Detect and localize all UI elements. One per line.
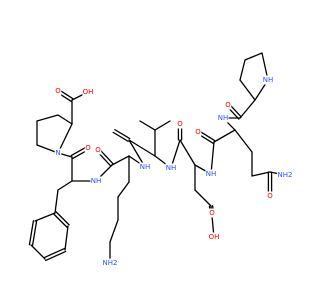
bond-d1-d2: [194, 189, 212, 207]
atom-label-gln-NH2: NH2: [277, 170, 293, 180]
bond-r4-r5: [30, 244, 46, 260]
atom-label-acid-O: O: [54, 86, 62, 96]
bond-vb-vm2: [154, 120, 171, 131]
atom-text-asp-OH: OH: [209, 233, 220, 241]
bond-pd-pe: [36, 144, 59, 154]
double-bond-pco-pcO-b: [70, 145, 88, 157]
atom-label-background: [277, 170, 293, 180]
atom-label-asp-OH: OH: [208, 232, 220, 242]
atom-text-val-NH: NH: [166, 164, 177, 172]
atom-text-gln-NH2: NH2: [278, 171, 293, 179]
atom-text-gln-side-O: O: [267, 192, 273, 200]
bond-dco-ga: [213, 129, 236, 143]
atom-text-gln-O: O: [225, 101, 231, 109]
atom-label-gln-side-O: O: [266, 191, 274, 201]
atom-label-background: [224, 100, 232, 110]
bond-gco-ra: [239, 99, 256, 119]
bond-pe-pa: [57, 123, 73, 154]
bond-lco-va: [128, 139, 156, 157]
atom-label-background: [176, 119, 184, 129]
bond-r2-r3: [64, 225, 69, 251]
bond-r_c-r_d: [244, 52, 263, 61]
double-bond-lco-lO-a: [114, 128, 131, 140]
atom-label-asp-NH: NH: [205, 169, 217, 179]
atom-text-pro-N: N: [55, 149, 60, 157]
atom-label-background: [94, 145, 102, 155]
atom-text-lys-NH: NH: [140, 163, 151, 171]
bond-ra-r_b: [239, 79, 256, 101]
atom-text-gln-NH: NH: [218, 114, 229, 122]
atom-label-background: [102, 258, 118, 268]
atom-label-background: [54, 86, 62, 96]
atom-label-phe-O: O: [94, 145, 102, 155]
atom-label-phe-NH: NH: [90, 176, 102, 186]
atom-label-background: [139, 162, 151, 172]
double-bond-r1-r2-a: [53, 213, 68, 228]
atom-label-background: [84, 143, 92, 153]
atom-text-asp-side-O: O: [209, 209, 215, 217]
atom-label-pro2-NH: NH: [262, 75, 274, 85]
atom-label-background: [208, 232, 220, 242]
atom-label-val-NH: NH: [165, 163, 177, 173]
atom-text-asp-O: O: [195, 128, 201, 136]
double-bond-r5-r6-a: [31, 220, 38, 246]
atom-label-acid-OH: OH: [82, 87, 94, 97]
bond-vNH-vco: [170, 139, 181, 169]
atom-text-lys-NH2: NH2: [103, 259, 118, 267]
atom-label-background: [217, 113, 229, 123]
double-bond-r1-r2-b: [55, 211, 70, 226]
atom-label-gln-NH: NH: [217, 113, 229, 123]
bond-ga-g1: [234, 129, 253, 153]
atom-label-background: [205, 169, 217, 179]
atom-label-background: [90, 176, 102, 186]
atom-label-lys-NH2: NH2: [102, 258, 118, 268]
double-bond-r3-r4-b: [45, 250, 67, 262]
atom-text-acid-O: O: [55, 87, 61, 95]
atom-label-asp-side-O: O: [208, 208, 216, 218]
atom-label-background: [208, 208, 216, 218]
double-bond-lco-lO-b: [112, 131, 129, 143]
bond-fb-r1: [54, 189, 59, 214]
atom-text-val-O: O: [177, 120, 183, 128]
atom-text-asp-NH: NH: [206, 170, 217, 178]
bond-r_b-r_c: [239, 59, 246, 81]
atom-text-phe-O: O: [95, 146, 101, 154]
atom-text-pro2-NH: NH: [263, 76, 274, 84]
double-bond-dco-dO2-a: [198, 129, 216, 142]
atom-label-background: [266, 191, 274, 201]
atom-label-background: [82, 87, 94, 97]
atom-text-phe-NH: NH: [91, 177, 102, 185]
atom-text-acid-OH: OH: [83, 88, 94, 96]
atom-label-gln-O: O: [224, 100, 232, 110]
bond-vb-vm1: [139, 120, 156, 131]
double-bond-fco-fO-a: [98, 148, 114, 165]
bond-layer: [28, 52, 286, 264]
double-bond-r3-r4-a: [43, 247, 65, 259]
bond-fco-la: [111, 155, 130, 166]
atom-label-pro-N: N: [54, 148, 62, 158]
bond-pb-pc: [36, 114, 59, 122]
atom-label-background: [194, 127, 202, 137]
atom-label-val-O: O: [176, 119, 184, 129]
bond-pa-pb: [57, 114, 73, 125]
bond-vco-da: [179, 139, 196, 166]
atom-label-lys-NH: NH: [139, 162, 151, 172]
bond-fa-fb: [57, 180, 73, 191]
bond-dNH-dco: [210, 141, 215, 175]
atom-text-pro-CO-O: O: [85, 144, 91, 152]
atom-label-background: [262, 75, 274, 85]
atom-label-pro-CO-O: O: [84, 143, 92, 153]
bond-l1-l2: [117, 181, 130, 198]
atom-label-background: [165, 163, 177, 173]
atom-label-asp-O: O: [194, 127, 202, 137]
bond-l3-l4: [109, 219, 119, 243]
bond-r6-r1: [34, 212, 56, 222]
double-bond-r5-r6-b: [28, 220, 35, 246]
atom-label-background: [54, 148, 62, 158]
bond-g2-g3: [251, 171, 271, 177]
